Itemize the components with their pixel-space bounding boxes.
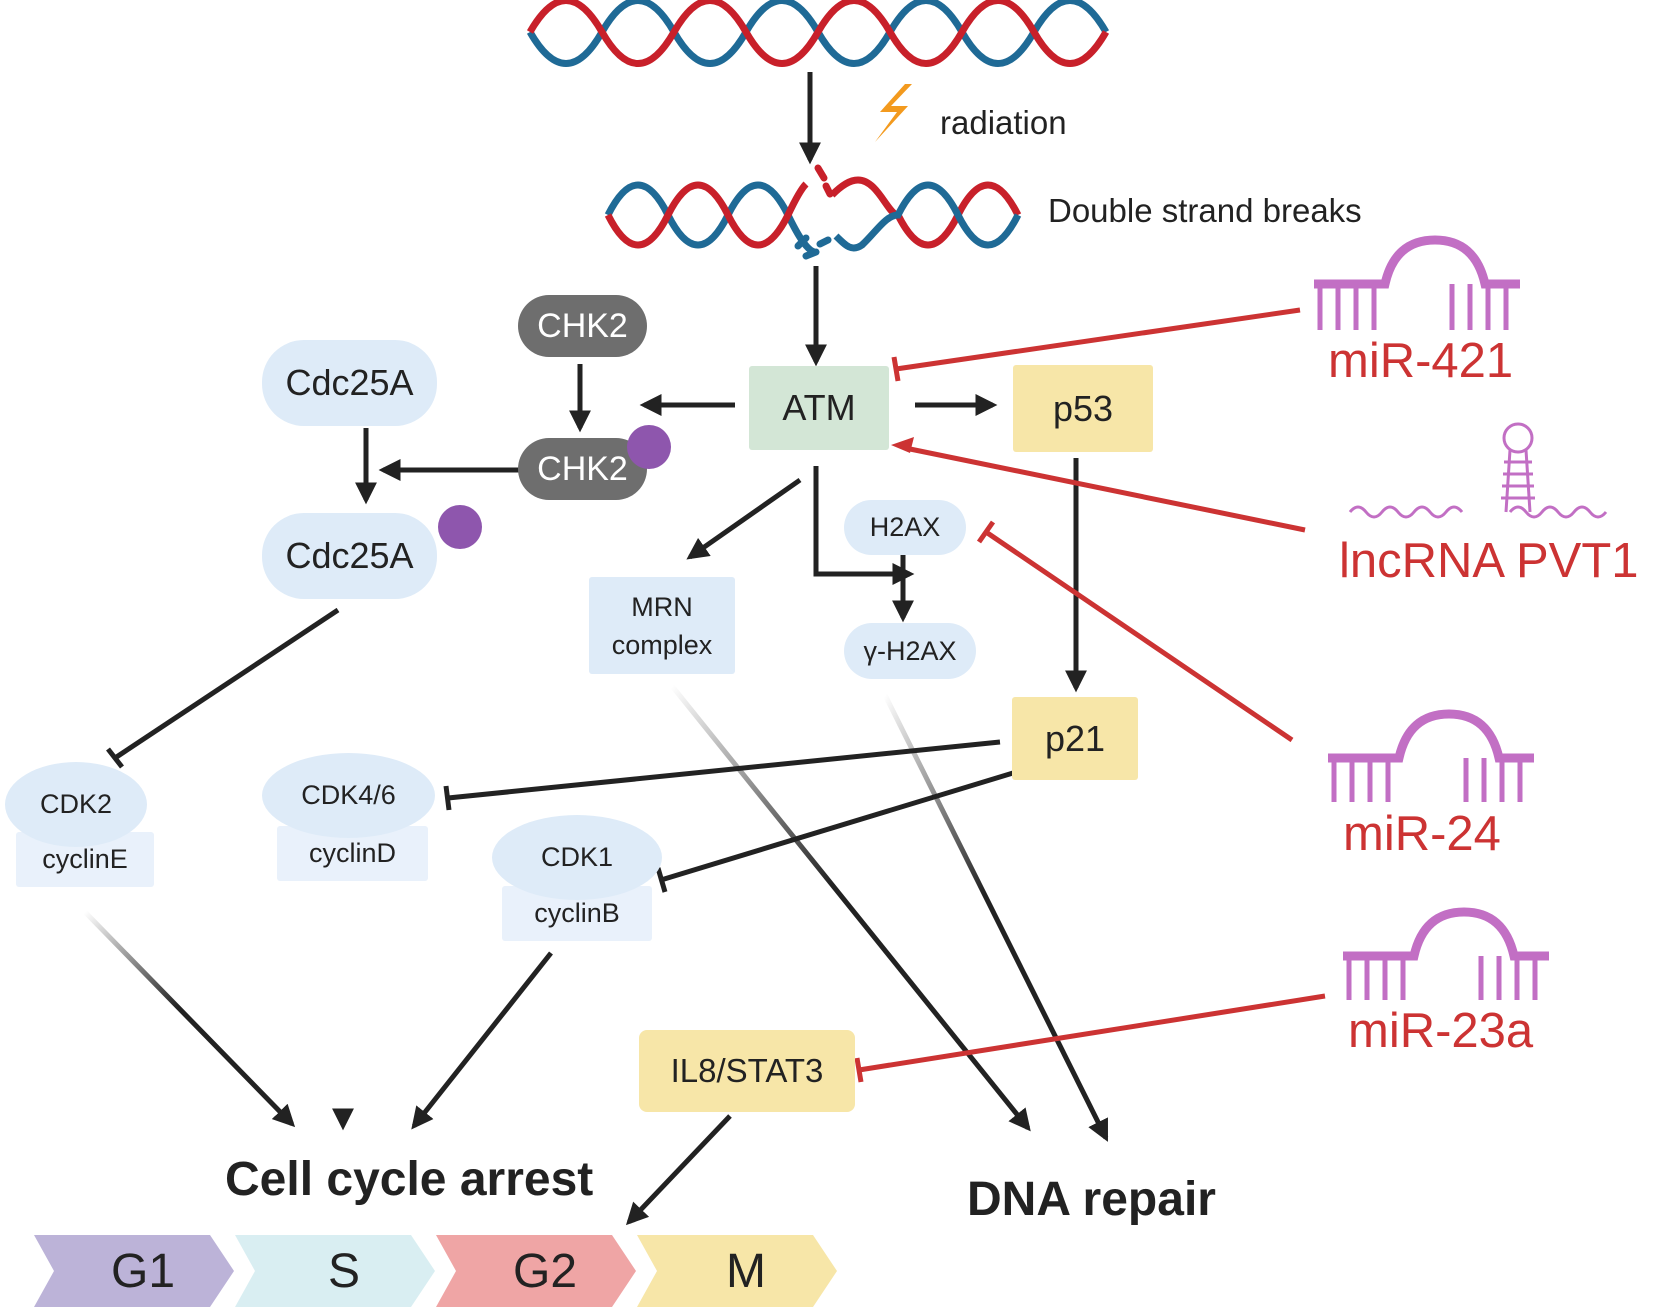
arrow-h2ax-repair bbox=[882, 693, 1109, 1142]
mir421-rna-icon bbox=[1314, 235, 1520, 330]
cdk46-node: CDK4/6 bbox=[262, 753, 435, 838]
mir24-inhibits-h2ax bbox=[976, 520, 1294, 743]
activation-arrows bbox=[355, 72, 1087, 693]
p53-node: p53 bbox=[1013, 365, 1153, 452]
mir421-inhibits-atm bbox=[891, 307, 1301, 382]
mir24-label: miR-24 bbox=[1343, 807, 1501, 861]
mrn-line2: complex bbox=[611, 629, 713, 660]
double-strand-breaks-label: Double strand breaks bbox=[1048, 192, 1362, 229]
mir24-rna-icon bbox=[1328, 709, 1534, 802]
intact-dna-icon bbox=[526, 0, 1110, 67]
phase-m: M bbox=[637, 1235, 837, 1307]
dna-repair-label: DNA repair bbox=[967, 1173, 1216, 1226]
cdc25a-phospho-node: Cdc25A bbox=[262, 513, 437, 599]
chk2-node: CHK2 bbox=[518, 295, 647, 357]
pvt1-activates-atm bbox=[891, 437, 1306, 533]
il8-stat3-node: IL8/STAT3 bbox=[639, 1030, 855, 1112]
lncrna-pvt1-label: lncRNA PVT1 bbox=[1339, 534, 1639, 588]
gamma-h2ax-node: γ-H2AX bbox=[844, 623, 976, 679]
atm-node: ATM bbox=[749, 366, 889, 450]
cyclinE-node: cyclinE bbox=[16, 832, 154, 887]
radiation-label: radiation bbox=[940, 104, 1067, 141]
mir23a-inhibits-il8 bbox=[854, 993, 1326, 1083]
arrow-cdk1-arrest bbox=[411, 951, 553, 1130]
cyclinB-node: cyclinB bbox=[502, 886, 652, 941]
h2ax-node: H2AX bbox=[844, 500, 966, 555]
lightning-icon bbox=[875, 84, 912, 142]
phase-g2: G2 bbox=[436, 1235, 636, 1307]
mir23a-label: miR-23a bbox=[1348, 1004, 1534, 1058]
mir421-label: miR-421 bbox=[1328, 334, 1514, 388]
cdc25a-node: Cdc25A bbox=[262, 340, 437, 426]
cdc25a-phospho-dot bbox=[438, 505, 482, 549]
cdk1-node: CDK1 bbox=[492, 815, 662, 900]
phase-s: S bbox=[235, 1235, 435, 1307]
chk2-phospho-dot bbox=[627, 425, 671, 469]
arrow-cdk2-arrest bbox=[83, 910, 296, 1128]
mir23a-rna-icon bbox=[1343, 907, 1549, 1000]
cell-cycle-arrest-label: Cell cycle arrest bbox=[225, 1153, 594, 1206]
mrn-complex-node: MRN complex bbox=[589, 577, 735, 674]
mrn-line1: MRN bbox=[631, 591, 693, 622]
phase-g1: G1 bbox=[34, 1235, 234, 1307]
arrow-il8-arrest bbox=[625, 1114, 732, 1226]
chk2-phospho-node: CHK2 bbox=[518, 438, 647, 500]
black-inhibition-lines bbox=[106, 607, 1014, 893]
p21-node: p21 bbox=[1012, 697, 1138, 780]
cdk2-node: CDK2 bbox=[5, 762, 147, 847]
broken-dna-icon bbox=[604, 164, 1022, 260]
lncrna-pvt1-icon bbox=[1348, 422, 1608, 519]
